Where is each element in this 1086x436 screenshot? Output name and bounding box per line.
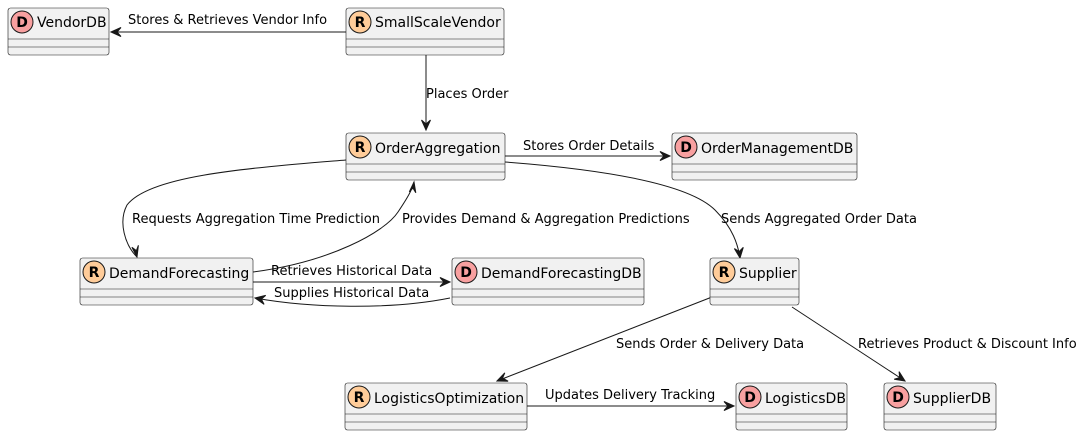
database-badge-icon: D [738,385,762,409]
node-orderaggregation[interactable]: R OrderAggregation [345,132,506,181]
nodes: D VendorDB R SmallScaleVendor R OrderAg [7,7,997,431]
svg-text:D: D [892,390,904,406]
node-demandforecasting[interactable]: R DemandForecasting [79,257,254,306]
role-badge-icon: R [82,260,106,284]
database-badge-icon: D [10,10,34,34]
svg-text:R: R [89,265,100,281]
node-ordermanagementdb[interactable]: D OrderManagementDB [671,132,858,181]
edge-vendor-to-orderaggregation: Places Order [421,55,509,132]
svg-text:D: D [16,15,28,31]
edge-label-orderagg-to-demandforecasting: Requests Aggregation Time Prediction [132,212,380,227]
edge-orderagg-to-ordermanagementdb: Stores Order Details [505,139,672,161]
edge-label-demandforecasting-to-orderaggregation: Provides Demand & Aggregation Prediction… [402,212,690,227]
node-title-supplierdb: SupplierDB [913,391,991,407]
node-title-smallscalevendor: SmallScaleVendor [375,15,501,31]
edge-label-orderagg-to-supplier: Sends Aggregated Order Data [721,212,917,227]
edge-supplier-to-supplierdb: Retrieves Product & Discount Info [791,306,1077,382]
node-title-logisticsoptimization: LogisticsOptimization [374,391,524,407]
node-title-supplier: Supplier [739,266,797,282]
edge-demandforecasting-to-demandforecastingdb: Retrieves Historical Data [253,264,452,287]
edge-orderagg-to-supplier: Sends Aggregated Order Data [504,161,917,260]
edge-label-vendor-to-vendordb: Stores & Retrieves Vendor Info [128,13,327,28]
edge-orderagg-to-demandforecasting: Requests Aggregation Time Prediction [122,159,380,259]
role-badge-icon: R [348,10,372,34]
svg-text:R: R [719,265,730,281]
node-logisticsoptimization[interactable]: R LogisticsOptimization [344,382,528,431]
edge-label-demandforecasting-to-demandforecastingdb: Retrieves Historical Data [271,264,432,279]
node-smallscalevendor[interactable]: R SmallScaleVendor [345,7,505,56]
edge-label-supplier-to-supplierdb: Retrieves Product & Discount Info [858,337,1077,352]
svg-text:R: R [355,140,366,156]
edge-demandforecastingdb-to-demandforecasting: Supplies Historical Data [253,286,451,307]
node-title-demandforecastingdb: DemandForecastingDB [481,266,642,282]
node-title-orderaggregation: OrderAggregation [375,141,500,157]
node-title-demandforecasting: DemandForecasting [109,266,249,282]
role-badge-icon: R [348,135,372,159]
database-badge-icon: D [674,135,698,159]
edge-logisticsoptimization-to-logisticsdb: Updates Delivery Tracking [527,388,736,411]
role-badge-icon: R [712,260,736,284]
edge-label-logisticsoptimization-to-logisticsdb: Updates Delivery Tracking [545,388,715,403]
node-vendordb[interactable]: D VendorDB [7,7,110,56]
node-logisticsdb[interactable]: D LogisticsDB [735,382,848,431]
node-title-logisticsdb: LogisticsDB [765,391,846,407]
svg-text:D: D [680,140,692,156]
svg-text:D: D [744,390,756,406]
edge-vendor-to-vendordb: Stores & Retrieves Vendor Info [109,13,346,37]
edge-label-demandforecastingdb-to-demandforecasting: Supplies Historical Data [274,286,429,301]
svg-text:D: D [460,265,472,281]
edges: Stores & Retrieves Vendor Info Places Or… [109,13,1077,411]
edge-label-vendor-to-orderaggregation: Places Order [426,87,509,102]
node-supplierdb[interactable]: D SupplierDB [883,382,997,431]
role-badge-icon: R [347,385,371,409]
database-badge-icon: D [886,385,910,409]
node-supplier[interactable]: R Supplier [709,257,800,306]
edge-supplier-to-logisticsoptimization: Sends Order & Delivery Data [495,296,804,382]
node-title-ordermanagementdb: OrderManagementDB [701,141,853,157]
node-demandforecastingdb[interactable]: D DemandForecastingDB [451,257,645,306]
database-badge-icon: D [454,260,478,284]
edge-label-orderagg-to-ordermanagementdb: Stores Order Details [523,139,655,154]
svg-text:R: R [355,15,366,31]
node-title-vendordb: VendorDB [37,15,107,31]
edge-demandforecasting-to-orderaggregation: Provides Demand & Aggregation Prediction… [252,180,690,273]
edge-label-supplier-to-logisticsoptimization: Sends Order & Delivery Data [616,337,804,352]
svg-text:R: R [354,390,365,406]
